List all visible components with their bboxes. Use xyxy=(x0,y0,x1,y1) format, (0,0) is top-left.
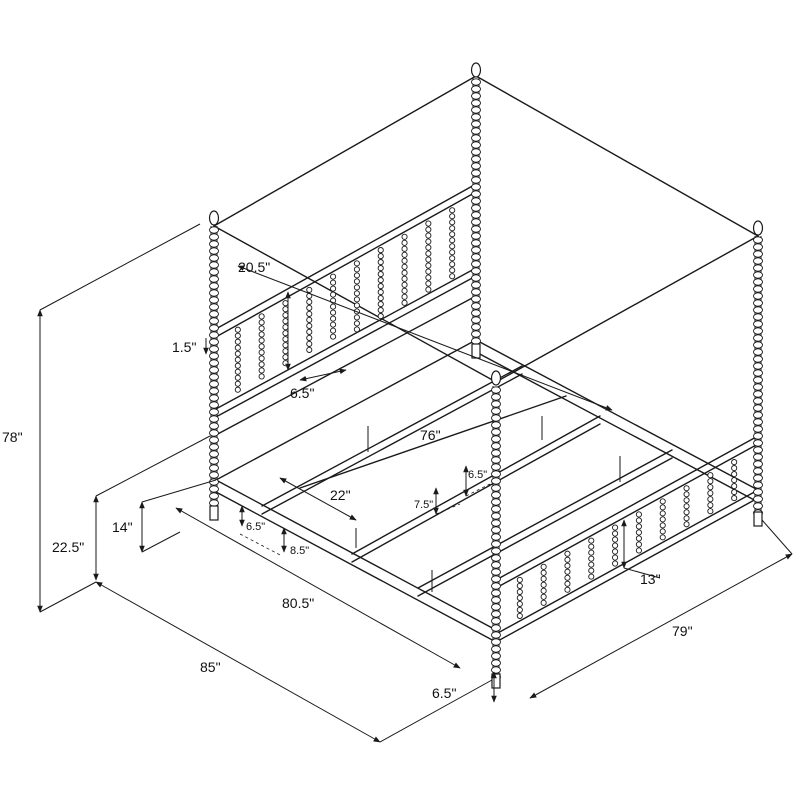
label-leg-gap-b: 8.5" xyxy=(290,545,309,557)
label-overall-length: 85" xyxy=(200,659,221,675)
spindle xyxy=(425,220,432,293)
label-footboard-height: 13" xyxy=(640,571,661,587)
label-support-gap: 6.5" xyxy=(468,469,487,481)
spindle xyxy=(258,313,265,380)
spindle xyxy=(306,286,313,353)
footboard xyxy=(495,435,759,643)
label-leg-height: 6.5" xyxy=(432,685,456,701)
label-rail-thickness: 1.5" xyxy=(172,339,196,355)
post-foot-left xyxy=(490,370,502,689)
spindle xyxy=(330,273,337,340)
spindle xyxy=(401,233,408,306)
spindle xyxy=(234,326,241,393)
post-head-right xyxy=(470,62,482,359)
spindle xyxy=(731,459,738,502)
spindle xyxy=(707,472,714,515)
label-canopy-height: 78" xyxy=(2,429,23,445)
label-overall-width: 79" xyxy=(672,623,693,639)
dimension-lines xyxy=(37,223,793,743)
spindle xyxy=(377,247,384,320)
spindle xyxy=(516,576,523,619)
post-head-left xyxy=(208,210,220,521)
label-headboard-height: 20.5" xyxy=(238,259,270,275)
label-bed-height: 22.5" xyxy=(52,539,84,555)
spindle xyxy=(353,260,360,333)
spindle xyxy=(588,537,595,580)
dimension-labels: 78" 22.5" 14" 85" 80.5" 79" 76" 22" 20.5… xyxy=(2,259,693,701)
label-slat-spacing: 22" xyxy=(330,487,351,503)
label-inner-width: 76" xyxy=(420,427,441,443)
label-support-gap-a: 7.5" xyxy=(414,499,433,511)
spindle xyxy=(564,550,571,593)
label-rail-height: 14" xyxy=(112,519,133,535)
label-spindle-spacing: 6.5" xyxy=(290,385,314,401)
post-foot-right xyxy=(752,220,764,527)
spindle xyxy=(659,498,666,541)
spindle xyxy=(449,207,456,280)
label-inner-length: 80.5" xyxy=(282,595,314,611)
label-leg-gap-a: 6.5" xyxy=(246,521,265,533)
spindle xyxy=(282,300,289,367)
headboard xyxy=(213,183,477,437)
spindle xyxy=(540,563,547,606)
spindle xyxy=(683,485,690,528)
canopy-frame xyxy=(213,75,759,383)
spindle xyxy=(612,524,619,567)
spindle xyxy=(635,511,642,554)
